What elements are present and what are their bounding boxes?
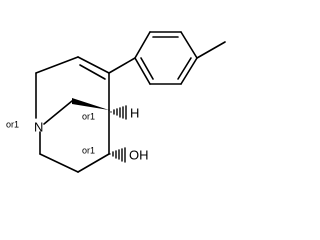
bridge-wedge-bond — [72, 98, 109, 110]
alkene-bond-inner — [79, 64, 106, 80]
aryl-ring — [134, 31, 198, 85]
stereo-label-bridge-top: or1 — [82, 111, 95, 121]
stereo-label-nitrogen: or1 — [6, 119, 19, 129]
stereo-label-bridge-bottom: or1 — [82, 145, 95, 155]
ring-bond-6 — [134, 57, 151, 85]
aryl-link-bond — [108, 57, 136, 74]
nitrogen-label: N — [34, 119, 43, 134]
ring-bond-6-inner — [140, 57, 154, 80]
ring-bond-4-inner — [177, 57, 192, 80]
n-bridge-bond — [43, 100, 73, 125]
lower-ch2-bond — [39, 153, 79, 173]
hydroxyl-label: OH — [129, 147, 149, 162]
molecule-structure: N H OH or1 or1 or1 — [6, 31, 226, 173]
alkene-bond — [77, 56, 110, 74]
allyl-ch2-bond — [35, 56, 79, 74]
ring-bond-3 — [180, 31, 198, 59]
methyl-bond — [196, 41, 226, 59]
hydrogen-hash-bond — [110, 105, 127, 120]
lower-ring-bond — [77, 153, 110, 173]
hydrogen-label: H — [130, 105, 139, 120]
hydroxyl-hash-bond — [109, 147, 126, 163]
bicyclic-core — [35, 56, 110, 173]
ring-bond-4 — [180, 57, 198, 85]
ring-bond-1 — [134, 31, 151, 59]
